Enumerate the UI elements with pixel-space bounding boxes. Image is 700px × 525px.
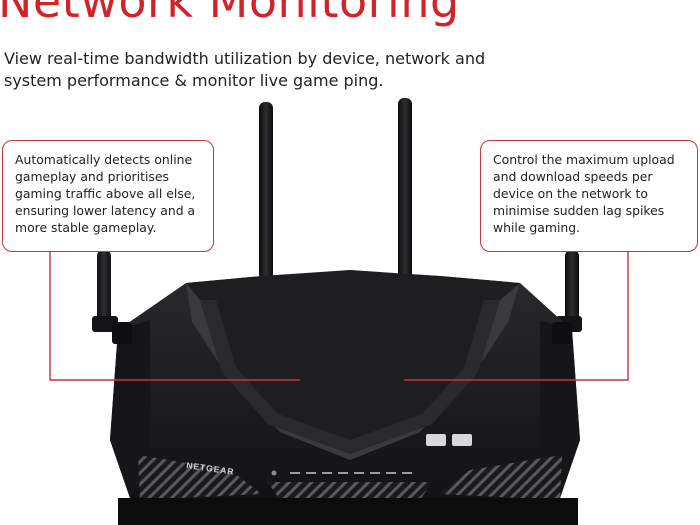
callout-bandwidth-control: Control the maximum upload and download … (480, 140, 698, 252)
page-subtitle: View real-time bandwidth utilization by … (4, 49, 486, 90)
callout-connectors (49, 252, 629, 381)
antenna-side-left (92, 250, 118, 332)
router-body (110, 270, 580, 525)
callout-qos: Automatically detects online gameplay an… (2, 140, 214, 252)
page-title: Network Monitoring (0, 0, 460, 28)
wps-button (426, 434, 446, 446)
wifi-button (452, 434, 472, 446)
antenna-rear-left (259, 102, 273, 280)
antenna-rear-right (398, 98, 412, 280)
